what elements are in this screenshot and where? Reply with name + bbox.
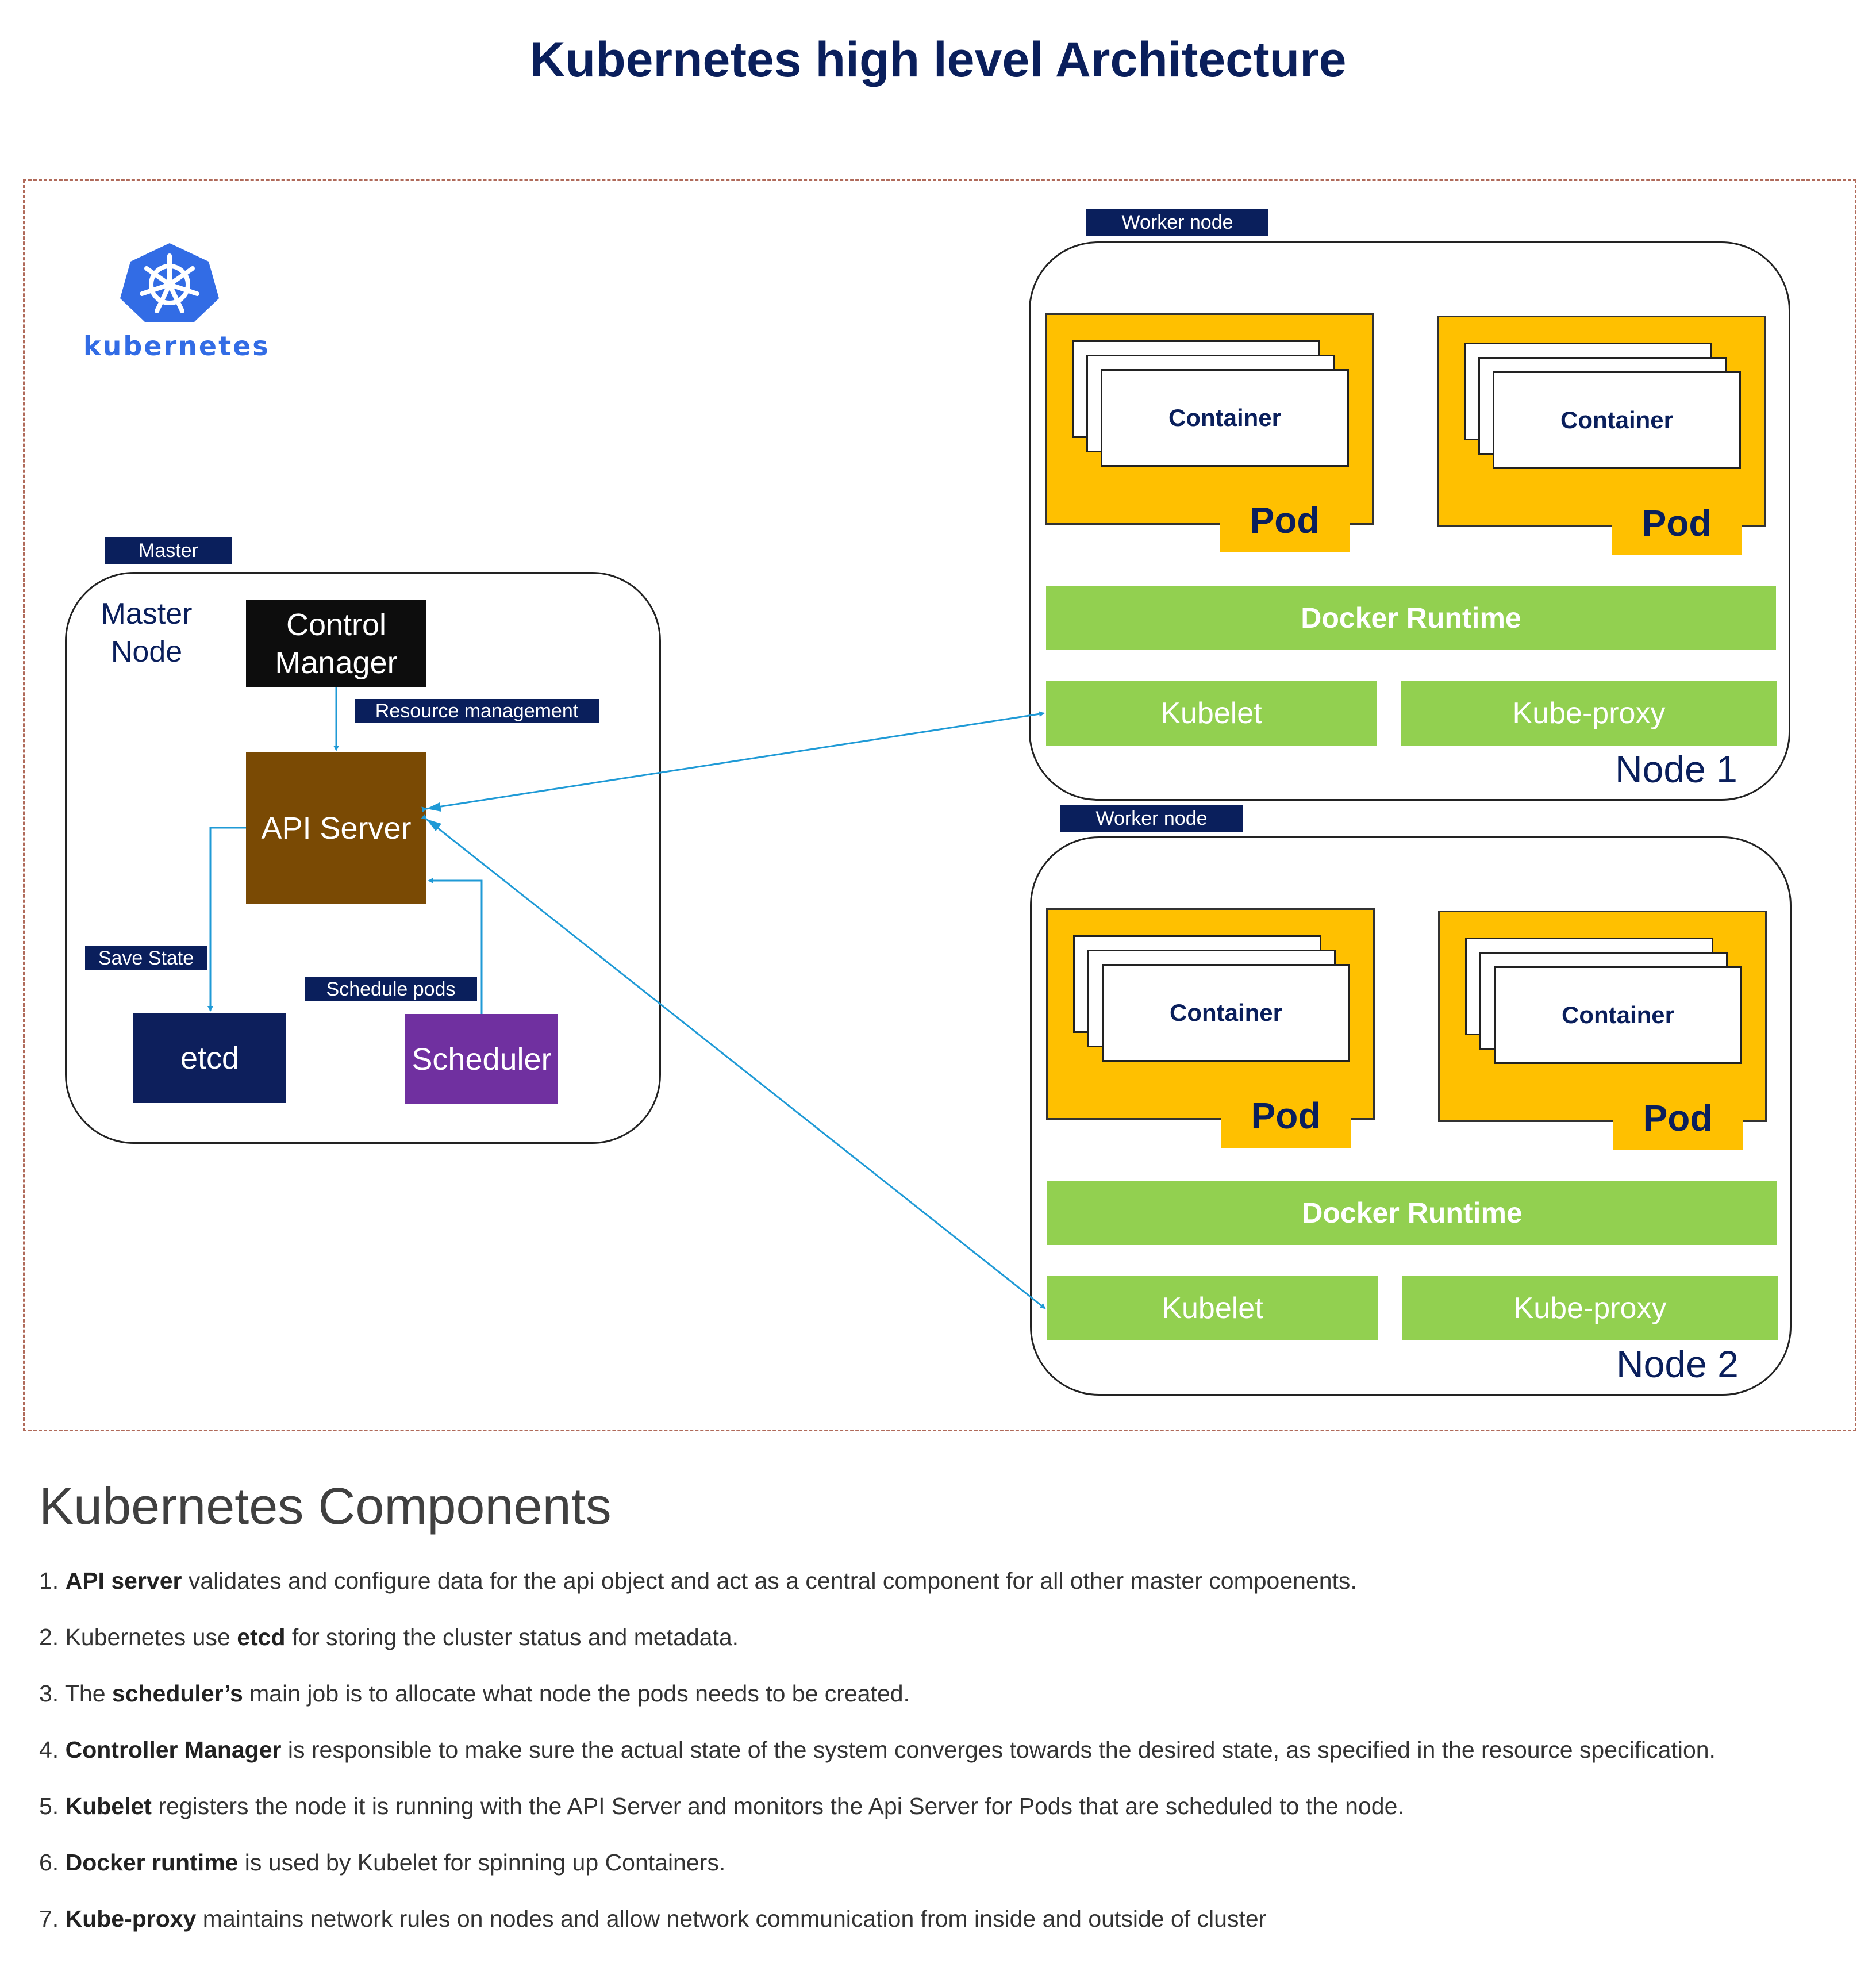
kubelet-box: Kubelet xyxy=(1046,681,1377,746)
list-item: 4. Controller Manager is responsible to … xyxy=(39,1737,1716,1764)
master-node-label: Master Node xyxy=(83,595,210,671)
container-card: Container xyxy=(1494,966,1742,1064)
master-node-label-line2: Node xyxy=(110,635,183,669)
list-item: 5. Kubelet registers the node it is runn… xyxy=(39,1793,1404,1820)
kube-proxy-box: Kube-proxy xyxy=(1402,1276,1778,1340)
api-server-box: API Server xyxy=(246,752,426,904)
pod-label: Pod xyxy=(1613,1086,1743,1150)
list-item-text: is used by Kubelet for spinning up Conta… xyxy=(238,1849,726,1876)
list-item-text: main job is to allocate what node the po… xyxy=(243,1680,910,1707)
arrow-api-to-kubelet-2 xyxy=(421,814,1046,1309)
kubernetes-wordmark: kubernetes xyxy=(83,331,270,362)
list-item-prefix: 7. xyxy=(39,1906,66,1932)
container-card: Container xyxy=(1493,371,1741,469)
worker-node-1-tag: Worker node xyxy=(1086,209,1268,236)
docker-runtime-bar: Docker Runtime xyxy=(1047,1181,1777,1245)
kubelet-box: Kubelet xyxy=(1047,1276,1378,1340)
list-item-text: maintains network rules on nodes and all… xyxy=(196,1906,1267,1932)
list-item: 7. Kube-proxy maintains network rules on… xyxy=(39,1906,1266,1933)
list-item: 6. Docker runtime is used by Kubelet for… xyxy=(39,1849,725,1876)
list-item: 3. The scheduler’s main job is to alloca… xyxy=(39,1680,910,1707)
arrowhead xyxy=(426,819,441,831)
list-item: 1. API server validates and configure da… xyxy=(39,1568,1357,1595)
docker-runtime-bar: Docker Runtime xyxy=(1046,586,1776,650)
list-item-prefix: 3. The xyxy=(39,1680,112,1707)
node-2-name: Node 2 xyxy=(1616,1343,1739,1385)
list-item: 2. Kubernetes use etcd for storing the c… xyxy=(39,1624,739,1651)
list-item-term: Kubelet xyxy=(65,1793,152,1819)
worker-node-2-tag: Worker node xyxy=(1060,805,1243,832)
list-item-text: for storing the cluster status and metad… xyxy=(285,1624,739,1650)
list-item-term: API server xyxy=(65,1568,182,1594)
list-item-prefix: 1. xyxy=(39,1568,66,1594)
master-node-label-line1: Master xyxy=(101,597,193,631)
list-item-term: scheduler’s xyxy=(112,1680,243,1707)
pod-label: Pod xyxy=(1612,491,1742,555)
arrowhead xyxy=(426,802,441,812)
list-item-term: Controller Manager xyxy=(65,1737,282,1763)
kubernetes-logo: kubernetes xyxy=(83,239,270,365)
helm-wheel-icon xyxy=(120,243,219,322)
container-card: Container xyxy=(1101,369,1349,467)
etcd-box: etcd xyxy=(133,1013,286,1103)
arrow-api-to-kubelet-1 xyxy=(421,711,1045,813)
list-item-prefix: 5. xyxy=(39,1793,66,1819)
list-item-term: Kube-proxy xyxy=(65,1906,197,1932)
list-item-term: etcd xyxy=(237,1624,286,1650)
master-tag: Master xyxy=(105,537,232,564)
save-state-tag: Save State xyxy=(85,946,207,970)
list-item-text: validates and configure data for the api… xyxy=(182,1568,1357,1594)
arrow-scheduler-to-api xyxy=(428,878,483,1014)
container-card: Container xyxy=(1102,964,1350,1062)
kube-proxy-box: Kube-proxy xyxy=(1401,681,1777,746)
pod-label: Pod xyxy=(1220,488,1350,552)
list-item-prefix: 2. Kubernetes use xyxy=(39,1624,237,1650)
list-item-text: registers the node it is running with th… xyxy=(151,1793,1404,1819)
node-1-name: Node 1 xyxy=(1615,748,1737,790)
pod-label: Pod xyxy=(1221,1084,1351,1148)
resource-management-tag: Resource management xyxy=(355,699,599,723)
arrow-api-to-etcd xyxy=(207,827,246,1012)
page-title: Kubernetes high level Architecture xyxy=(529,32,1347,87)
components-heading: Kubernetes Components xyxy=(39,1478,612,1535)
list-item-prefix: 4. xyxy=(39,1737,66,1763)
list-item-text: is responsible to make sure the actual s… xyxy=(281,1737,1716,1763)
cluster-frame xyxy=(23,179,1856,1431)
list-item-prefix: 6. xyxy=(39,1849,66,1876)
control-manager-line1: Control xyxy=(286,607,387,642)
control-manager-line2: Manager xyxy=(275,645,398,680)
list-item-term: Docker runtime xyxy=(65,1849,239,1876)
control-manager-box: Control Manager xyxy=(246,600,426,687)
